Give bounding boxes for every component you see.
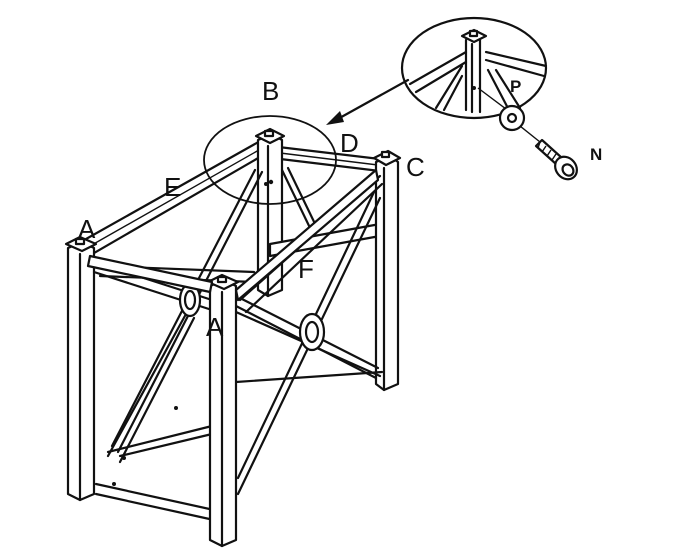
- leg-A-back: [64, 235, 98, 502]
- label-B: B: [262, 76, 279, 106]
- label-F: F: [298, 254, 314, 284]
- washer-P: [498, 104, 526, 132]
- left-hub: [178, 282, 202, 318]
- label-D: D: [340, 128, 359, 158]
- fastener-guide-line: [519, 125, 541, 143]
- leg-A-front: [206, 273, 240, 548]
- label-C: C: [406, 152, 425, 182]
- circle-B: [203, 115, 337, 205]
- label-A-back: A: [78, 214, 96, 244]
- bolt-N: [534, 138, 578, 181]
- leg-C: [372, 149, 402, 392]
- top-rail-front-right: [234, 168, 380, 302]
- leg-B: [254, 127, 286, 298]
- side-panel-back-braces: [98, 168, 264, 454]
- label-A-front: A: [206, 312, 224, 342]
- label-E: E: [164, 172, 181, 202]
- callout-arrow: [326, 78, 410, 125]
- left-side-braces: [92, 260, 216, 522]
- detail-callout: [400, 16, 548, 120]
- label-P: P: [510, 77, 521, 96]
- front-hub: [298, 312, 326, 352]
- top-rail-front-left: [86, 254, 214, 294]
- label-N: N: [590, 145, 602, 164]
